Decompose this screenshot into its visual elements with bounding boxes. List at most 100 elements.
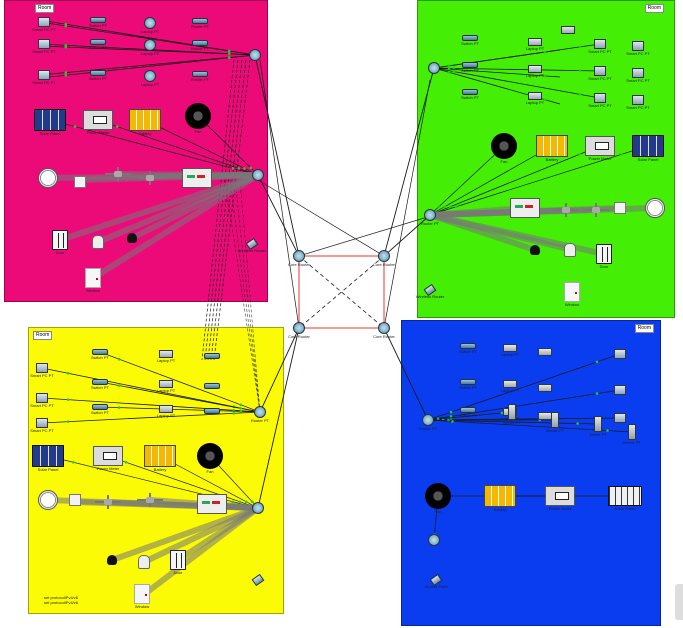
pink-drone-icon[interactable] (105, 167, 131, 181)
yellow-sensor-icon[interactable] (69, 494, 81, 506)
green-laptop-top[interactable] (561, 26, 575, 34)
blue-laptop-b-2[interactable] (538, 412, 552, 420)
yellow-switch-b-1[interactable] (204, 383, 220, 389)
yellow-meter[interactable] (93, 446, 123, 466)
pink-switch-b-0[interactable] (192, 18, 208, 24)
yellow-display[interactable] (197, 494, 227, 514)
yellow-siren-icon[interactable] (138, 555, 150, 569)
yellow-switch-b-2[interactable] (204, 408, 220, 414)
yellow-laptop-1[interactable] (159, 380, 173, 388)
blue-laptop-0[interactable] (503, 344, 517, 352)
pink-solar[interactable] (34, 109, 66, 131)
green-drone-icon[interactable] (553, 203, 579, 217)
green-door[interactable] (596, 244, 612, 264)
blue-pc-0[interactable] (614, 349, 626, 359)
green-battery[interactable] (536, 135, 568, 157)
blue-server-3[interactable] (628, 424, 636, 440)
yellow-window[interactable] (134, 584, 150, 604)
blue-server-0[interactable] (508, 404, 516, 420)
blue-battery[interactable] (484, 485, 516, 507)
pink-switch-0[interactable] (90, 17, 106, 23)
blue-pc-2[interactable] (614, 413, 626, 423)
blue-server-1[interactable] (551, 412, 559, 428)
pink-clock-icon[interactable] (38, 168, 58, 188)
core-router-0[interactable] (293, 250, 305, 262)
green-pc-b-1[interactable] (632, 68, 644, 78)
blue-switch-0[interactable] (460, 343, 476, 349)
pink-drone-2-icon[interactable] (137, 171, 163, 185)
green-clock-icon[interactable] (645, 198, 665, 218)
blue-laptop-1[interactable] (503, 380, 517, 388)
pink-laptop-2[interactable] (144, 70, 156, 82)
blue-pc-1[interactable] (614, 385, 626, 395)
pink-pc-0[interactable] (38, 17, 50, 27)
yellow-drone-icon[interactable] (95, 495, 121, 509)
scrollbar-handle[interactable] (675, 584, 683, 620)
yellow-laptop-2[interactable] (159, 405, 173, 413)
yellow-door[interactable] (170, 550, 186, 570)
yellow-pc-1[interactable] (36, 393, 48, 403)
green-window[interactable] (564, 282, 580, 302)
pink-fan[interactable] (185, 103, 211, 129)
green-pc-b-0[interactable] (632, 41, 644, 51)
pink-laptop-0[interactable] (144, 17, 156, 29)
yellow-solar[interactable] (32, 445, 64, 467)
green-main-switch[interactable] (428, 62, 440, 74)
core-router-1[interactable] (378, 250, 390, 262)
yellow-switch-b-0[interactable] (204, 353, 220, 359)
yellow-switch-0[interactable] (92, 349, 108, 355)
yellow-camera-icon[interactable] (107, 555, 117, 565)
pink-window[interactable] (85, 268, 101, 288)
green-pc-2[interactable] (594, 93, 606, 103)
green-display[interactable] (510, 198, 540, 218)
green-sensor-icon[interactable] (614, 202, 626, 214)
pink-sensor-icon[interactable] (74, 176, 86, 188)
core-router-2[interactable] (293, 322, 305, 334)
blue-solar[interactable] (608, 486, 642, 506)
blue-hub-router[interactable] (428, 534, 440, 546)
green-meter[interactable] (585, 136, 615, 156)
pink-switch-b-2[interactable] (192, 71, 208, 77)
green-camera-icon[interactable] (530, 245, 540, 255)
pink-laptop-1[interactable] (144, 39, 156, 51)
pink-meter[interactable] (83, 110, 113, 130)
pink-battery[interactable] (129, 109, 161, 131)
yellow-clock-icon[interactable] (38, 490, 58, 510)
blue-server-2[interactable] (594, 416, 602, 432)
pink-switch-b-1[interactable] (192, 40, 208, 46)
yellow-fan[interactable] (197, 443, 223, 469)
green-siren-icon[interactable] (564, 243, 576, 257)
green-laptop-2[interactable] (528, 92, 542, 100)
pink-siren-icon[interactable] (92, 235, 104, 249)
green-laptop-1[interactable] (528, 65, 542, 73)
green-drone-2-icon[interactable] (583, 203, 609, 217)
yellow-drone-2-icon[interactable] (137, 493, 163, 507)
green-fan[interactable] (491, 133, 517, 159)
green-hub-router[interactable] (424, 209, 436, 221)
blue-switch-1[interactable] (460, 379, 476, 385)
pink-camera-icon[interactable] (127, 233, 137, 243)
yellow-switch-1[interactable] (92, 379, 108, 385)
blue-meter[interactable] (545, 486, 575, 506)
green-laptop-0[interactable] (528, 38, 542, 46)
green-switch-1[interactable] (462, 62, 478, 68)
core-router-3[interactable] (378, 322, 390, 334)
green-switch-0[interactable] (462, 35, 478, 41)
blue-switch-2[interactable] (460, 407, 476, 413)
green-switch-2[interactable] (462, 89, 478, 95)
blue-laptop-b-1[interactable] (538, 384, 552, 392)
pink-pc-2[interactable] (38, 70, 50, 80)
blue-main-switch[interactable] (422, 414, 434, 426)
yellow-switch-2[interactable] (92, 404, 108, 410)
pink-main-switch[interactable] (249, 49, 261, 61)
green-pc-0[interactable] (594, 39, 606, 49)
pink-switch-2[interactable] (90, 70, 106, 76)
green-pc-1[interactable] (594, 66, 606, 76)
yellow-main-switch[interactable] (254, 406, 266, 418)
blue-laptop-b-0[interactable] (538, 348, 552, 356)
green-pc-b-2[interactable] (632, 95, 644, 105)
pink-display[interactable] (182, 168, 212, 188)
yellow-pc-2[interactable] (36, 418, 48, 428)
green-solar[interactable] (632, 135, 664, 157)
pink-door[interactable] (52, 230, 68, 250)
